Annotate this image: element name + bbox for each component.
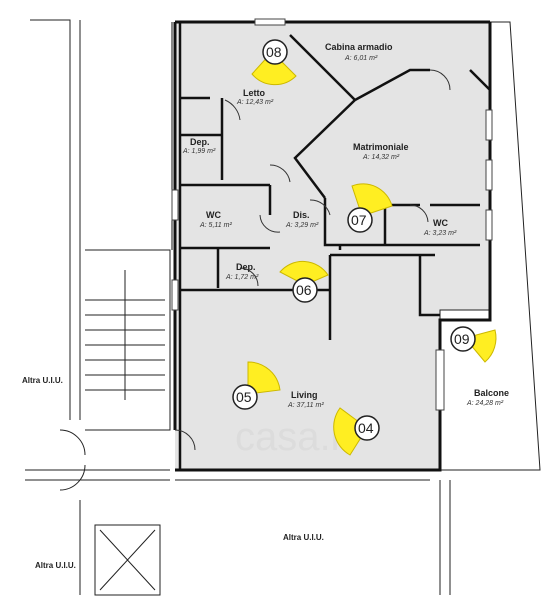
room-matrimoniale-area: A: 14,32 m²	[362, 154, 400, 161]
room-living-area: A: 37,11 m²	[287, 402, 324, 409]
view-marker-04-label: 04	[358, 420, 374, 436]
outside-label-bottom-left: Altra U.I.U.	[35, 561, 76, 570]
outside-label-left: Altra U.I.U.	[22, 376, 63, 385]
room-letto-name: Letto	[243, 88, 265, 98]
view-marker-09[interactable]: 09	[450, 326, 497, 363]
room-dep2-name: Dep.	[236, 262, 256, 272]
view-marker-04[interactable]: 04	[333, 407, 380, 456]
stairwell	[25, 19, 451, 596]
watermark: casa.it	[235, 415, 351, 459]
room-wc2-name: WC	[433, 218, 448, 228]
room-dis-area: A: 3,29 m²	[285, 222, 319, 229]
view-marker-09-label: 09	[454, 331, 470, 347]
room-wc1-area: A: 5,11 m²	[199, 222, 232, 229]
view-marker-07-label: 07	[351, 212, 367, 228]
outside-label-bottom: Altra U.I.U.	[283, 533, 324, 542]
room-letto-area: A: 12,43 m²	[236, 99, 274, 106]
room-balcone-name: Balcone	[474, 388, 509, 398]
view-marker-06[interactable]: 06	[279, 260, 329, 303]
view-marker-08[interactable]: 08	[251, 39, 297, 86]
room-dep2-area: A: 1,72 m²	[225, 274, 259, 281]
view-marker-08-label: 08	[266, 44, 282, 60]
view-marker-05[interactable]: 05	[232, 361, 281, 410]
room-wc1-name: WC	[206, 210, 221, 220]
view-marker-07[interactable]: 07	[347, 183, 393, 233]
view-marker-06-label: 06	[296, 282, 312, 298]
room-matrimoniale-name: Matrimoniale	[353, 142, 409, 152]
room-cabina-area: A: 6,01 m²	[344, 55, 378, 62]
room-dis-name: Dis.	[293, 210, 310, 220]
room-living-name: Living	[291, 390, 318, 400]
room-wc2-area: A: 3,23 m²	[423, 230, 457, 237]
door-swings	[174, 69, 451, 451]
room-dep1-name: Dep.	[190, 137, 210, 147]
room-balcone-area: A: 24,28 m²	[466, 400, 504, 407]
room-dep1-area: A: 1,99 m²	[182, 148, 216, 155]
room-labels: Cabina armadio A: 6,01 m² Letto A: 12,43…	[182, 42, 509, 409]
windows	[171, 18, 493, 411]
room-cabina-name: Cabina armadio	[325, 42, 393, 52]
interior-walls	[178, 22, 491, 470]
view-marker-05-label: 05	[236, 389, 252, 405]
